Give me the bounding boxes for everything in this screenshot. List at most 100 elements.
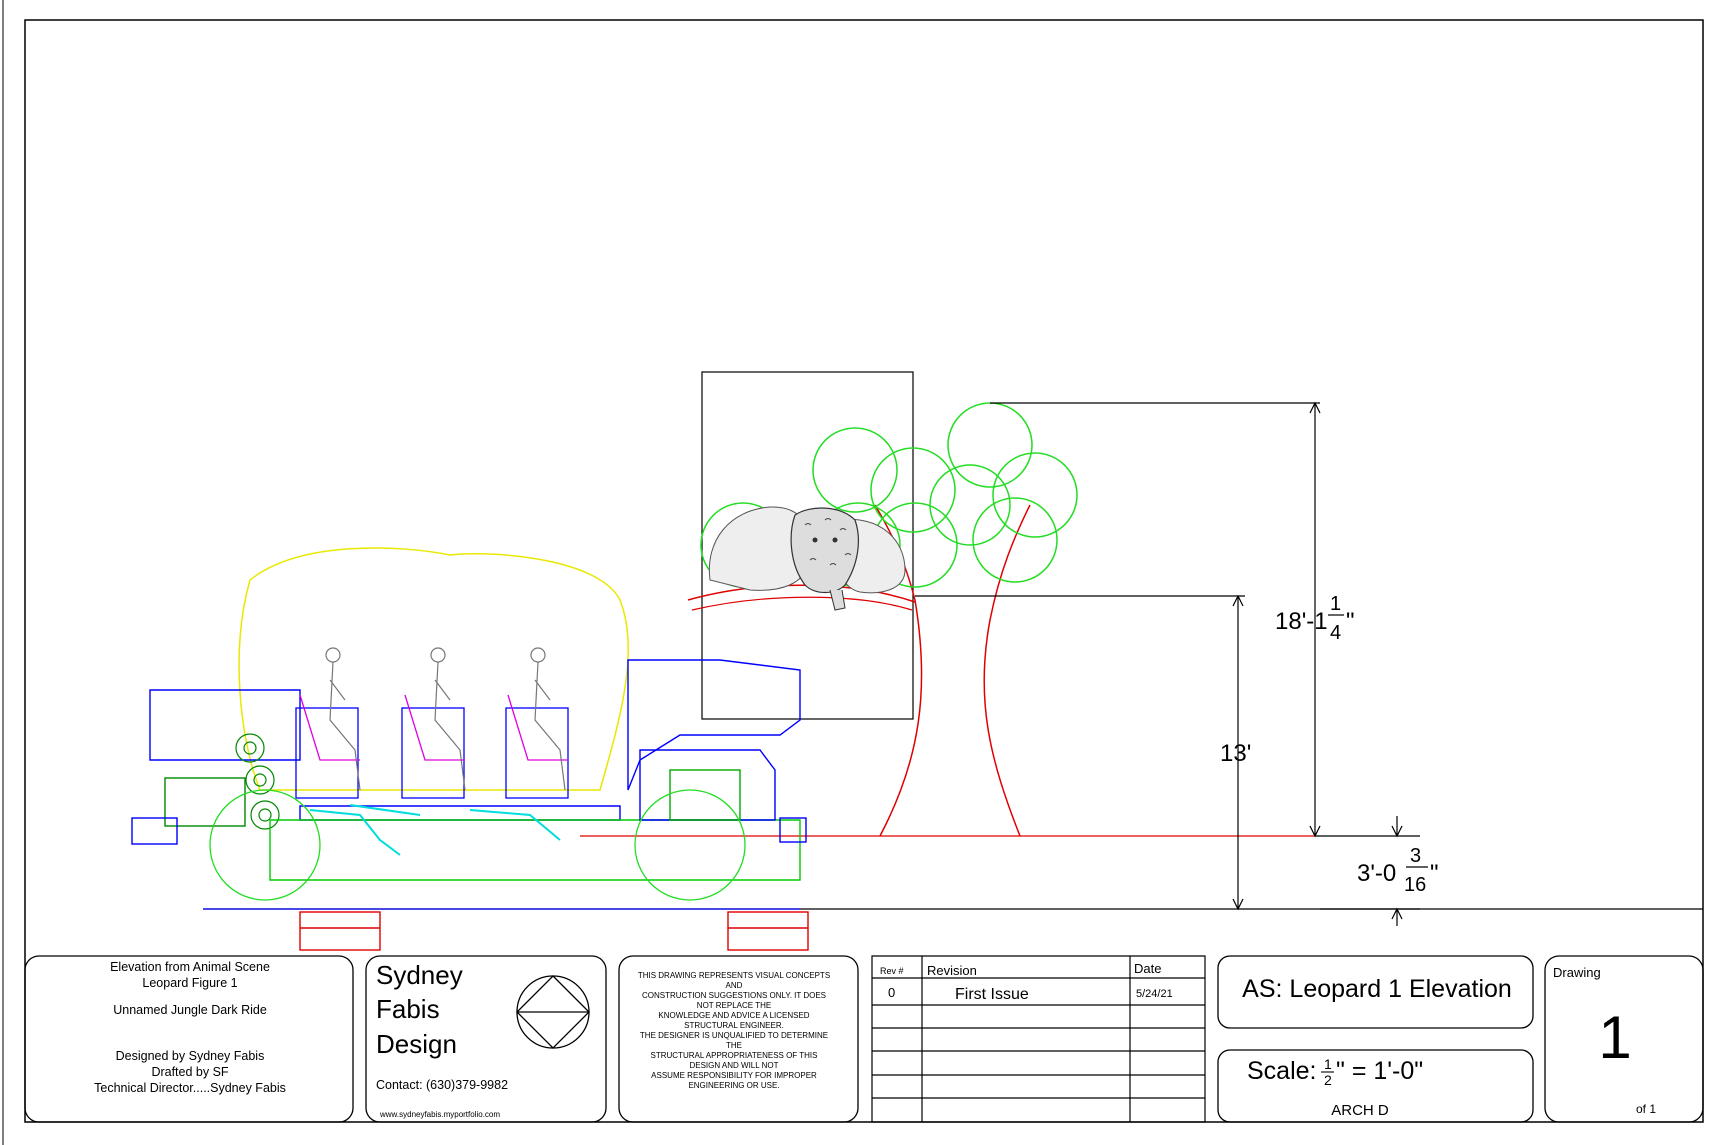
disclaimer-line: STRUCTURAL APPROPRIATENESS OF THIS <box>651 1051 818 1060</box>
revision-row-revision: First Issue <box>955 986 1029 1003</box>
dim-base-whole: 3'-0 <box>1357 860 1396 887</box>
dim-total-den: 4 <box>1330 622 1341 644</box>
disclaimer-panel <box>618 955 859 1123</box>
company-website: www.sydneyfabis.myportfolio.com <box>379 1110 500 1119</box>
drawing-number-panel <box>1544 955 1704 1123</box>
leopard-eye <box>812 537 818 543</box>
drawing-title: AS: Leopard 1 Elevation <box>1242 975 1512 1003</box>
rider <box>530 647 566 791</box>
bumper-rear <box>131 817 178 845</box>
disclaimer-line: NOT REPLACE THE <box>697 1001 771 1010</box>
revision-header-rev: Rev # <box>880 966 904 976</box>
ride-vehicle <box>131 547 807 901</box>
bumper-front <box>779 817 807 843</box>
wheel <box>253 773 267 787</box>
drawing-number: 1 <box>1598 1004 1631 1071</box>
canopy-circle <box>929 464 1011 546</box>
disclaimer-text: THIS DRAWING REPRESENTS VISUAL CONCEPTS … <box>638 971 830 1090</box>
scene-line-3: Unnamed Jungle Dark Ride <box>113 1003 267 1017</box>
canopy-circle <box>870 447 956 533</box>
scene-line-4: Designed by Sydney Fabis <box>116 1049 265 1063</box>
revision-row-date: 5/24/21 <box>1136 988 1173 1000</box>
lower-chassis <box>269 819 801 881</box>
disclaimer-line: THE DESIGNER IS UNQUALIFIED TO DETERMINE <box>640 1031 828 1040</box>
scene-line-6: Technical Director.....Sydney Fabis <box>94 1081 286 1095</box>
disclaimer-line: KNOWLEDGE AND ADVICE A LICENSED <box>658 1011 809 1020</box>
dim-total-label: 18'-1 1 4 " <box>1275 593 1355 644</box>
dimension-lines <box>915 401 1420 926</box>
scale-frac-den: 2 <box>1324 1072 1332 1088</box>
disclaimer-line: CONSTRUCTION SUGGESTIONS ONLY. IT DOES <box>642 991 826 1000</box>
canopy-circle <box>812 427 898 513</box>
track-bogies <box>299 911 809 951</box>
vehicle-canopy <box>149 689 301 761</box>
sheet-border <box>24 19 1704 1123</box>
company-name-1: Sydney <box>376 960 463 990</box>
seat-cushions <box>299 694 568 761</box>
dim-total-num: 1 <box>1330 593 1341 615</box>
disclaimer-line: THIS DRAWING REPRESENTS VISUAL CONCEPTS <box>638 971 830 980</box>
tree-trunk-right <box>983 504 1031 837</box>
seat-frame <box>505 707 569 799</box>
dim-total-suffix: " <box>1346 608 1355 635</box>
company-contact: Contact: (630)379-9982 <box>376 1078 508 1092</box>
company-logo-diamond <box>516 975 590 1049</box>
title-block: Elevation from Animal Scene Leopard Figu… <box>24 955 1704 1123</box>
tree-branch <box>687 584 916 603</box>
seat-cushion <box>299 694 360 761</box>
wheel-stack <box>235 733 280 830</box>
revision-header-date: Date <box>1134 961 1161 976</box>
scale-rest: " = 1'-0" <box>1336 1057 1423 1085</box>
scale-panel <box>1217 1049 1534 1123</box>
front-wheel <box>634 789 746 901</box>
wheel <box>243 741 257 755</box>
drawing-label: Drawing <box>1553 965 1601 980</box>
rider-envelope <box>238 547 629 791</box>
company-name-3: Design <box>376 1029 457 1059</box>
elevation-drawing: 18'-1 1 4 " 13' 3'-0 3 16 " <box>131 371 1703 951</box>
canopy-circle <box>972 497 1058 583</box>
rider-body <box>434 661 466 791</box>
front-cab <box>627 659 801 791</box>
revision-header-revision: Revision <box>927 963 977 978</box>
dim-mid-label: 13' <box>1220 740 1251 767</box>
disclaimer-line: STRUCTURAL ENGINEER. <box>684 1021 784 1030</box>
disclaimer-line: ENGINEERING OR USE. <box>688 1081 779 1090</box>
disclaimer-line: THE <box>726 1041 742 1050</box>
wheel <box>235 733 265 763</box>
rider-head <box>325 647 341 663</box>
revision-table-border <box>871 955 1206 1123</box>
seat-frame <box>295 707 359 799</box>
scene-line-2: Leopard Figure 1 <box>142 976 237 990</box>
dim-base-label: 3'-0 3 16 " <box>1357 845 1439 896</box>
dim-base-suffix: " <box>1430 860 1439 887</box>
rider <box>325 647 361 791</box>
drive-motor <box>669 769 741 821</box>
dim-arrow <box>1309 401 1321 838</box>
disclaimer-line: AND <box>726 981 743 990</box>
tree-canopy <box>700 402 1078 588</box>
seat-frame <box>401 707 465 799</box>
scale-frac-num: 1 <box>1324 1056 1332 1072</box>
tree-branch-lower <box>691 596 913 611</box>
dim-total-whole: 18'-1 <box>1275 608 1328 635</box>
dim-arrow <box>1232 594 1244 911</box>
rider-body <box>329 661 361 791</box>
drawing-of: of 1 <box>1636 1102 1656 1116</box>
seat-row <box>295 707 569 799</box>
seat-cushion <box>507 694 568 761</box>
company-panel <box>365 955 607 1123</box>
scene-info-panel <box>24 955 354 1123</box>
scene-line-5: Drafted by SF <box>151 1065 228 1079</box>
dim-arrow <box>1391 825 1403 838</box>
rider-head <box>430 647 446 663</box>
motor-housing <box>639 749 776 821</box>
rear-box <box>164 777 246 827</box>
bogie-rear <box>299 911 381 951</box>
scale-label: Scale: <box>1247 1057 1316 1085</box>
dim-base-den: 16 <box>1404 874 1426 896</box>
leopard-paw <box>829 589 846 611</box>
bogie-front <box>727 911 809 951</box>
dim-base-num: 3 <box>1410 845 1421 867</box>
